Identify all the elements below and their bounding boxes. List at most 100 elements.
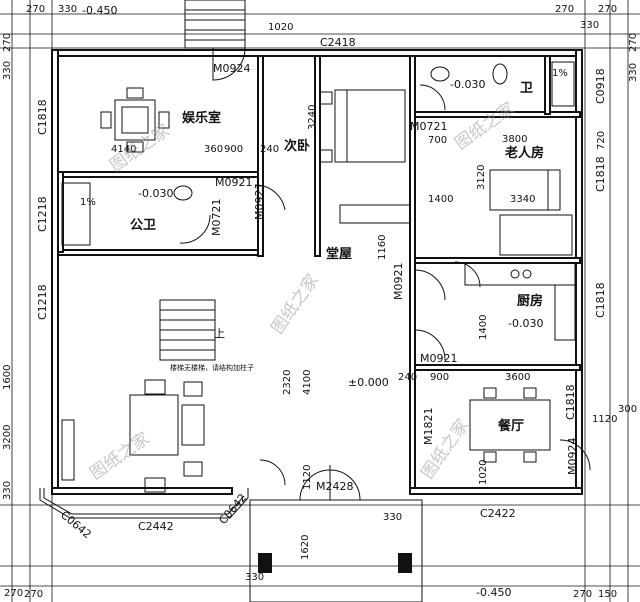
room-label-elder-room: 老人房 [504,145,544,161]
dim-right: 300 [618,404,637,415]
dim-interior: 3800 [502,134,527,145]
column [398,553,412,573]
room-label-toilet: 卫 [520,81,533,96]
level-bottom: -0.450 [476,586,511,599]
dim-interior: 4100 [302,370,313,395]
window-code: C1218 [36,284,49,320]
dim-interior: 1120 [302,465,313,490]
dim-left: 270 [4,588,23,599]
doors [179,47,591,486]
interior-stair [159,299,216,361]
dim-interior: 4140 [111,144,136,155]
room-label-public-toilet: 公卫 [130,218,156,233]
dim-left: 270 [2,33,13,52]
door-code: M0921 [253,183,266,221]
dim-left: 3200 [2,425,13,450]
window-code: C1818 [564,384,577,420]
dim-interior: 3240 [307,105,318,130]
window-code: C0642 [58,508,94,541]
dim-top: 270 [555,4,574,15]
door-code: M2428 [316,480,354,493]
dim-left: 1600 [2,365,13,390]
dim-right: 330 [628,63,639,82]
level-kitchen: -0.030 [508,317,543,330]
mahjong-table [100,87,170,153]
outer-walls [51,49,583,495]
window-code: C2422 [480,507,516,520]
column [258,553,272,573]
level-toilet: -0.030 [450,78,485,91]
dim-interior: 3120 [476,165,487,190]
dim-interior: 900 [224,144,243,155]
dim-right: 1120 [592,414,617,425]
room-label-second-bedroom: 次卧 [284,138,310,154]
window-code: C0918 [594,68,607,104]
dim-interior: 360 [204,144,223,155]
window-code: C2442 [138,520,174,533]
dim-bottom: 150 [598,589,617,600]
dim-left: 330 [2,481,13,500]
watermark: 图纸之家 [86,429,153,484]
dim-interior: 2320 [282,370,293,395]
level-public-toilet: -0.030 [138,187,173,200]
door-code: M0921 [215,176,253,189]
bed-second-bedroom [319,89,411,224]
room-label-entertainment: 娱乐室 [182,110,221,126]
dim-interior: 1160 [377,235,388,260]
bed-elder-room [489,169,573,256]
toilet-fixtures [61,61,575,246]
door-code: M0921 [420,352,458,365]
dim-interior: 1400 [428,194,453,205]
dim-top: 1020 [268,22,293,33]
stair-up-label: 上 [214,327,225,340]
door-code: M0921 [392,263,405,301]
room-label-kitchen: 厨房 [517,293,543,309]
watermark: 图纸之家 [268,271,323,338]
dim-bottom: 330 [245,572,264,583]
dining-table [469,387,551,463]
dim-interior: 3600 [505,372,530,383]
column-note: 楼梯无楼梯，请结构加柱子 [170,363,254,372]
dim-left: 330 [2,61,13,80]
window-code: C1218 [36,196,49,232]
kitchen-counter [464,262,576,341]
dim-right: 270 [628,33,639,52]
door-code: M0924 [566,438,579,476]
dim-bottom: 330 [383,512,402,523]
dim-right: 720 [596,131,607,150]
slope-label: 1% [80,197,96,208]
dim-interior: 240 [260,144,279,155]
dim-bottom: 1620 [300,535,311,560]
window-code: C0642 [216,491,249,527]
window-code: C1818 [594,156,607,192]
door-code: M0721 [210,199,223,237]
dim-top: 330 [580,20,599,31]
door-code: M1821 [422,408,435,446]
level-living: ±0.000 [348,376,389,389]
window-code: C1818 [36,99,49,135]
bay-window [39,488,249,519]
dim-interior: 900 [430,372,449,383]
dim-interior: 700 [428,135,447,146]
dim-top: 270 [598,4,617,15]
window-code: C1818 [594,282,607,318]
room-label-dining: 餐厅 [497,418,524,434]
level-top: -0.450 [82,4,117,17]
door-code: M0924 [213,62,251,75]
dim-interior: 1400 [478,315,489,340]
dim-top: 330 [58,4,77,15]
window-code: C2418 [320,36,356,49]
top-stair [184,0,246,49]
slope-label: 1% [552,68,568,79]
entrance-steps [249,499,423,602]
dim-bottom: 270 [24,589,43,600]
dim-interior: 3340 [510,194,535,205]
room-label-living-room: 堂屋 [326,246,352,262]
dim-top: 270 [26,4,45,15]
dim-interior: 1020 [478,460,489,485]
dim-bottom: 270 [573,589,592,600]
dim-interior: 240 [398,372,417,383]
door-code: M0721 [410,120,448,133]
sofa-set [61,379,205,493]
